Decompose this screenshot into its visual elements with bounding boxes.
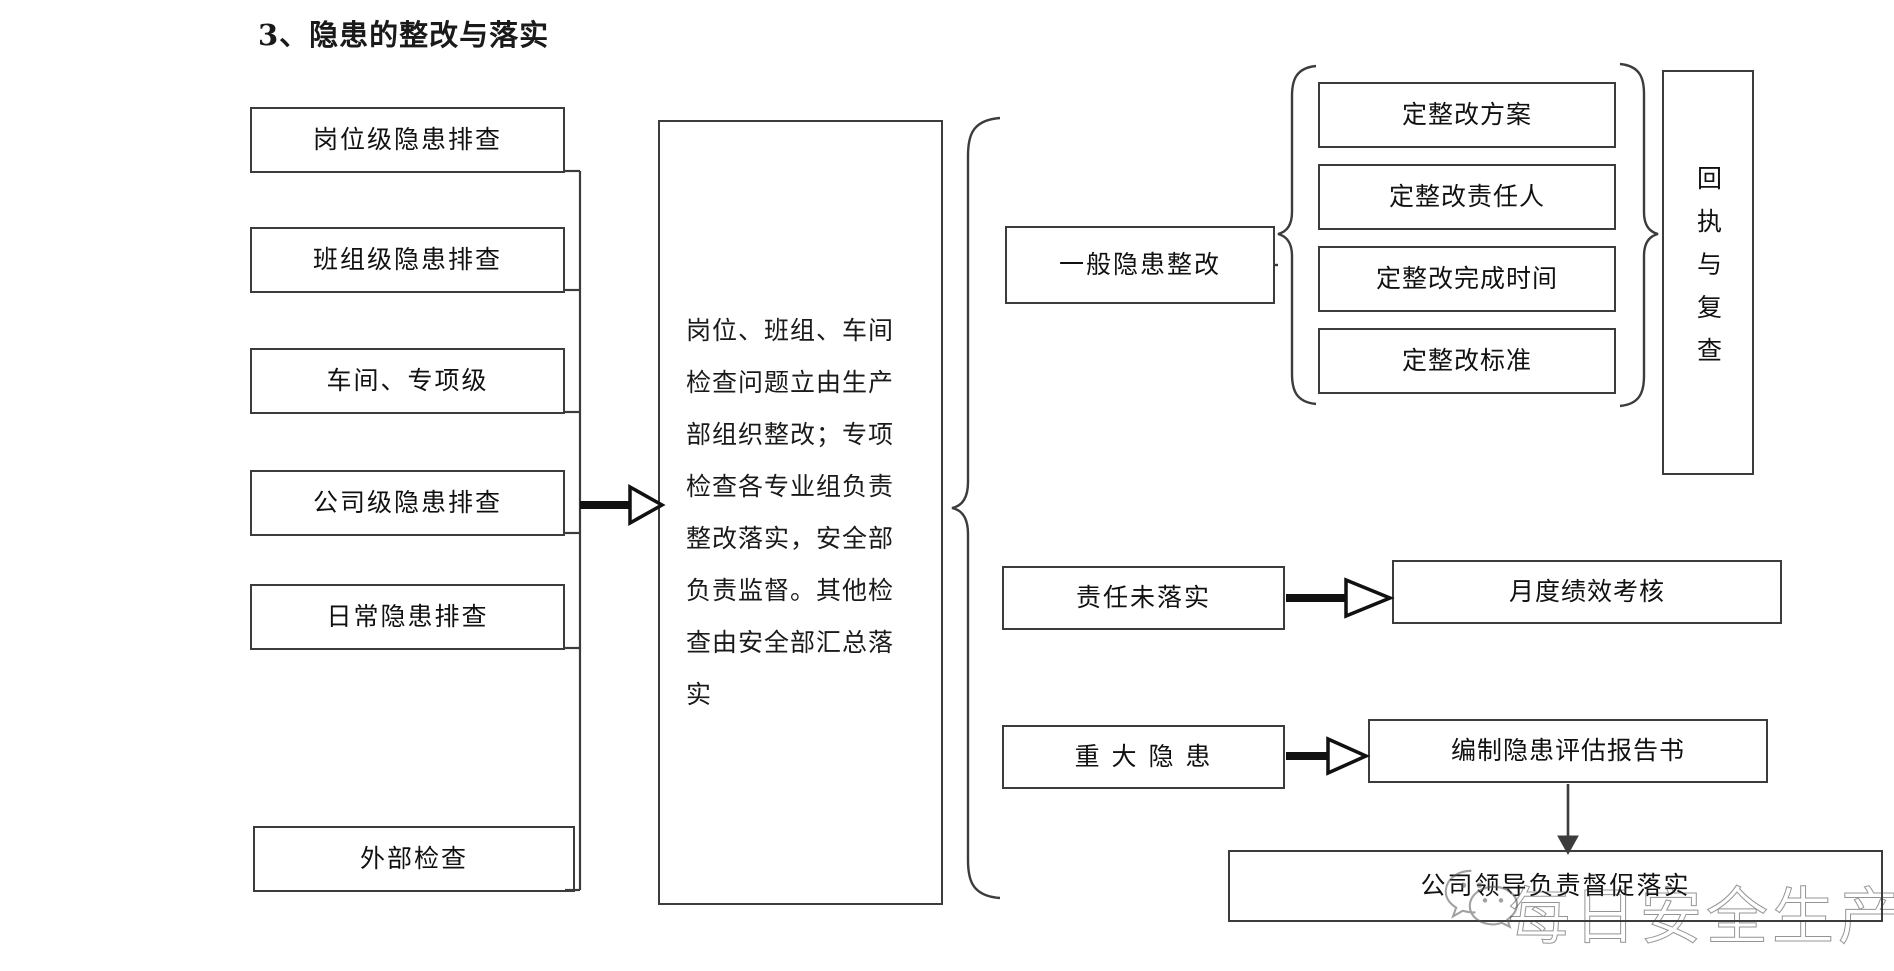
major-hazard-box[interactable]: 重 大 隐 患	[1002, 725, 1285, 789]
inspection-level-label: 外部检查	[359, 844, 468, 874]
center-process-box[interactable]: 岗位、班组、车间检查问题立由生产部组织整改；专项检查各专业组负责整改落实，安全部…	[658, 120, 943, 905]
right-brace	[951, 116, 1001, 900]
general-rectification-label: 一般隐患整改	[1058, 250, 1221, 280]
receipt-and-recheck-box[interactable]: 回执与复查	[1662, 70, 1754, 475]
responsibility-unfulfilled-label: 责任未落实	[1075, 583, 1211, 613]
measure-label: 定整改责任人	[1388, 182, 1545, 212]
measure-label: 定整改方案	[1401, 100, 1532, 130]
measures-left-brace	[1277, 64, 1317, 406]
hazard-assessment-report-box[interactable]: 编制隐患评估报告书	[1368, 719, 1768, 783]
inspection-level-box-6[interactable]: 外部检查	[253, 826, 575, 892]
arrow-head	[1326, 736, 1371, 776]
inspection-level-box-1[interactable]: 岗位级隐患排查	[250, 107, 565, 173]
inspection-level-box-4[interactable]: 公司级隐患排查	[250, 470, 565, 536]
inspection-level-box-2[interactable]: 班组级隐患排查	[250, 227, 565, 293]
measure-label: 定整改标准	[1401, 346, 1532, 376]
arrow-hazard-to-report	[1286, 736, 1371, 776]
receipt-and-recheck-label: 回执与复查	[1693, 165, 1723, 380]
leadership-followup-box[interactable]: 公司领导负责督促落实	[1228, 850, 1883, 922]
inspection-level-box-3[interactable]: 车间、专项级	[250, 348, 565, 414]
general-rectification-box[interactable]: 一般隐患整改	[1005, 226, 1275, 304]
inspection-level-label: 车间、专项级	[326, 366, 489, 396]
monthly-performance-review-box[interactable]: 月度绩效考核	[1392, 560, 1782, 624]
hazard-assessment-report-label: 编制隐患评估报告书	[1450, 736, 1685, 766]
measures-right-brace	[1619, 62, 1659, 408]
inspection-level-label: 日常隐患排查	[326, 602, 489, 632]
left-collector-lines	[565, 169, 582, 892]
inspection-level-box-5[interactable]: 日常隐患排查	[250, 584, 565, 650]
measure-label: 定整改完成时间	[1375, 264, 1558, 294]
arrow-to-center	[580, 484, 666, 526]
major-hazard-label: 重 大 隐 患	[1074, 742, 1213, 772]
arrow-head	[1344, 577, 1395, 619]
measure-box-deadline[interactable]: 定整改完成时间	[1318, 246, 1616, 312]
inspection-level-label: 班组级隐患排查	[312, 245, 502, 275]
measure-box-owner[interactable]: 定整改责任人	[1318, 164, 1616, 230]
arrow-report-to-followup	[1557, 784, 1579, 856]
page-title: 3、隐患的整改与落实	[258, 18, 550, 52]
responsibility-unfulfilled-box[interactable]: 责任未落实	[1002, 566, 1285, 630]
measure-box-standard[interactable]: 定整改标准	[1318, 328, 1616, 394]
monthly-performance-review-label: 月度绩效考核	[1508, 577, 1665, 607]
arrow-responsibility-to-review	[1286, 577, 1395, 619]
center-process-text: 岗位、班组、车间检查问题立由生产部组织整改；专项检查各专业组负责整改落实，安全部…	[686, 315, 895, 709]
leadership-followup-label: 公司领导负责督促落实	[1420, 871, 1691, 901]
inspection-level-label: 公司级隐患排查	[312, 488, 502, 518]
measure-box-plan[interactable]: 定整改方案	[1318, 82, 1616, 148]
inspection-level-label: 岗位级隐患排查	[312, 125, 502, 155]
